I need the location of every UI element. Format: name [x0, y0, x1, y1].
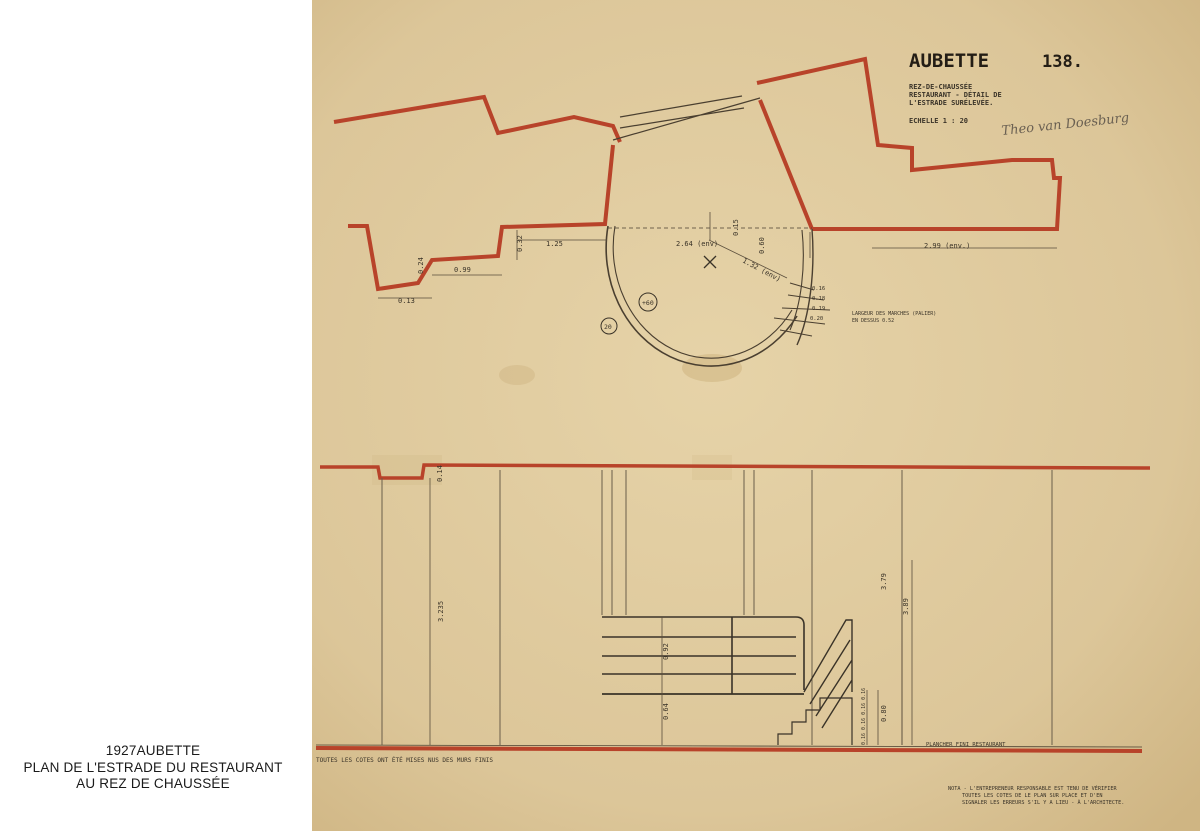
nota-line-3: SIGNALER LES ERREURS S'IL Y A LIEU - À L…	[962, 799, 1124, 806]
dim-013: 0.13	[398, 297, 415, 305]
dim-018: 0.18	[812, 296, 825, 302]
dim-015: 0.15	[732, 219, 740, 236]
level-circle	[600, 317, 618, 335]
wall-diagonal	[758, 99, 814, 230]
dim-e-080: 0.80	[880, 705, 888, 722]
paper-stain	[682, 354, 742, 382]
wall-outline-north	[333, 94, 622, 143]
ceiling-line	[320, 463, 1151, 480]
estrade-railing	[602, 616, 805, 694]
level-20: 20	[604, 323, 612, 331]
dim-264: 2.64 (env)	[676, 240, 718, 248]
floor-label: PLANCHER FINI RESTAURANT	[926, 742, 1006, 748]
elevation-dimension-lines	[429, 478, 913, 745]
note-all-dimensions: TOUTES LES COTES ONT ÉTÉ MISES NUS DES M…	[316, 756, 493, 764]
floor-line-ink	[315, 744, 1143, 748]
drawing-subtitle-2: RESTAURANT - DÉTAIL DE	[909, 90, 1002, 99]
drawing-subtitle-1: REZ-DE-CHAUSSÉE	[909, 82, 972, 91]
centre-mark	[703, 255, 717, 269]
dim-024: 0.24	[417, 257, 425, 274]
dim-060: 0.60	[758, 237, 766, 254]
dim-032: 0.32	[516, 235, 524, 252]
plan-view	[333, 56, 1063, 367]
dim-e-steps: 0.16 0.16 0.16 0.16	[861, 688, 867, 745]
dim-e-064: 0.64	[662, 703, 670, 720]
nota-block: NOTA - L'ENTREPRENEUR RESPONSABLE EST TE…	[948, 784, 1124, 806]
dim-020: 0.20	[810, 316, 823, 322]
dim-016: 0.16	[812, 286, 825, 292]
caption-plan-title: PLAN DE L'ESTRADE DU RESTAURANT	[23, 759, 283, 775]
steps-note-line1: LARGEUR DES MARCHES (PALIER)	[852, 311, 936, 317]
dim-125: 1.25	[546, 240, 563, 248]
floor-line	[315, 746, 1143, 753]
estrade-arc-outer	[605, 225, 798, 367]
estrade-arc-inner	[612, 225, 793, 359]
dimension-lines	[378, 212, 1057, 299]
caption: 1927AUBETTE PLAN DE L'ESTRADE DU RESTAUR…	[0, 743, 306, 793]
wall-outline-west	[348, 144, 615, 292]
stair-treads	[773, 282, 831, 337]
wall-outline-north-east	[756, 56, 1063, 231]
dim-e-3235: 3.235	[437, 601, 445, 622]
dim-019: 0.19	[812, 306, 825, 312]
caption-floor-title: AU REZ DE CHAUSSÉE	[76, 776, 230, 791]
architectural-drawing-sheet: 0.13 0.24 0.99 0.32 1.25 2.64 (env) 0.15…	[312, 0, 1200, 831]
nota-line-1: NOTA - L'ENTREPRENEUR RESPONSABLE EST TE…	[948, 784, 1118, 792]
drawing-title: AUBETTE	[909, 50, 989, 72]
dim-e-014: 0.14	[436, 465, 444, 482]
level-circle	[638, 292, 658, 312]
drawing-scale: ECHELLE 1 : 20	[909, 117, 968, 125]
drawing-number: 138.	[1042, 52, 1083, 72]
dim-e-092: 0.92	[662, 643, 670, 660]
dim-e-389: 3.89	[902, 598, 910, 615]
dim-099: 0.99	[454, 266, 471, 274]
paper-stain	[499, 365, 535, 385]
stair-railing	[803, 619, 853, 729]
dim-299: 2.99 (env.)	[924, 242, 970, 250]
level-60: +60	[642, 299, 654, 307]
elevation-view	[315, 463, 1151, 753]
drawing-subtitle-3: L'ESTRADE SURÉLEVÉE.	[909, 98, 993, 107]
doorway-lines	[612, 95, 761, 141]
elevation-dimensions: 0.14 3.235 0.92 0.64 3.79 3.89 0.80 0.16…	[436, 465, 1006, 748]
nota-line-2: TOUTES LES COTES DE LE PLAN SUR PLACE ET…	[962, 793, 1103, 799]
caption-year-title: 1927AUBETTE	[105, 743, 201, 758]
stair-steps	[777, 697, 853, 745]
dim-e-379: 3.79	[880, 573, 888, 590]
steps-note-line2: EN DESSUS 0.52	[852, 318, 894, 324]
